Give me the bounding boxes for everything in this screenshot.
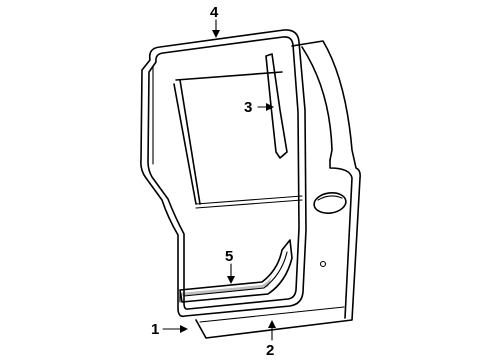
sill-molding — [179, 239, 293, 303]
door-weatherstrip — [140, 29, 307, 318]
callout-4: 4 — [210, 4, 219, 21]
leader-lines — [162, 19, 276, 341]
callout-2: 2 — [266, 342, 274, 359]
glass-run-channel — [265, 53, 288, 159]
door-panel — [173, 40, 361, 339]
callout-5: 5 — [225, 248, 233, 265]
callout-1: 1 — [151, 321, 159, 338]
callout-3: 3 — [244, 99, 252, 116]
